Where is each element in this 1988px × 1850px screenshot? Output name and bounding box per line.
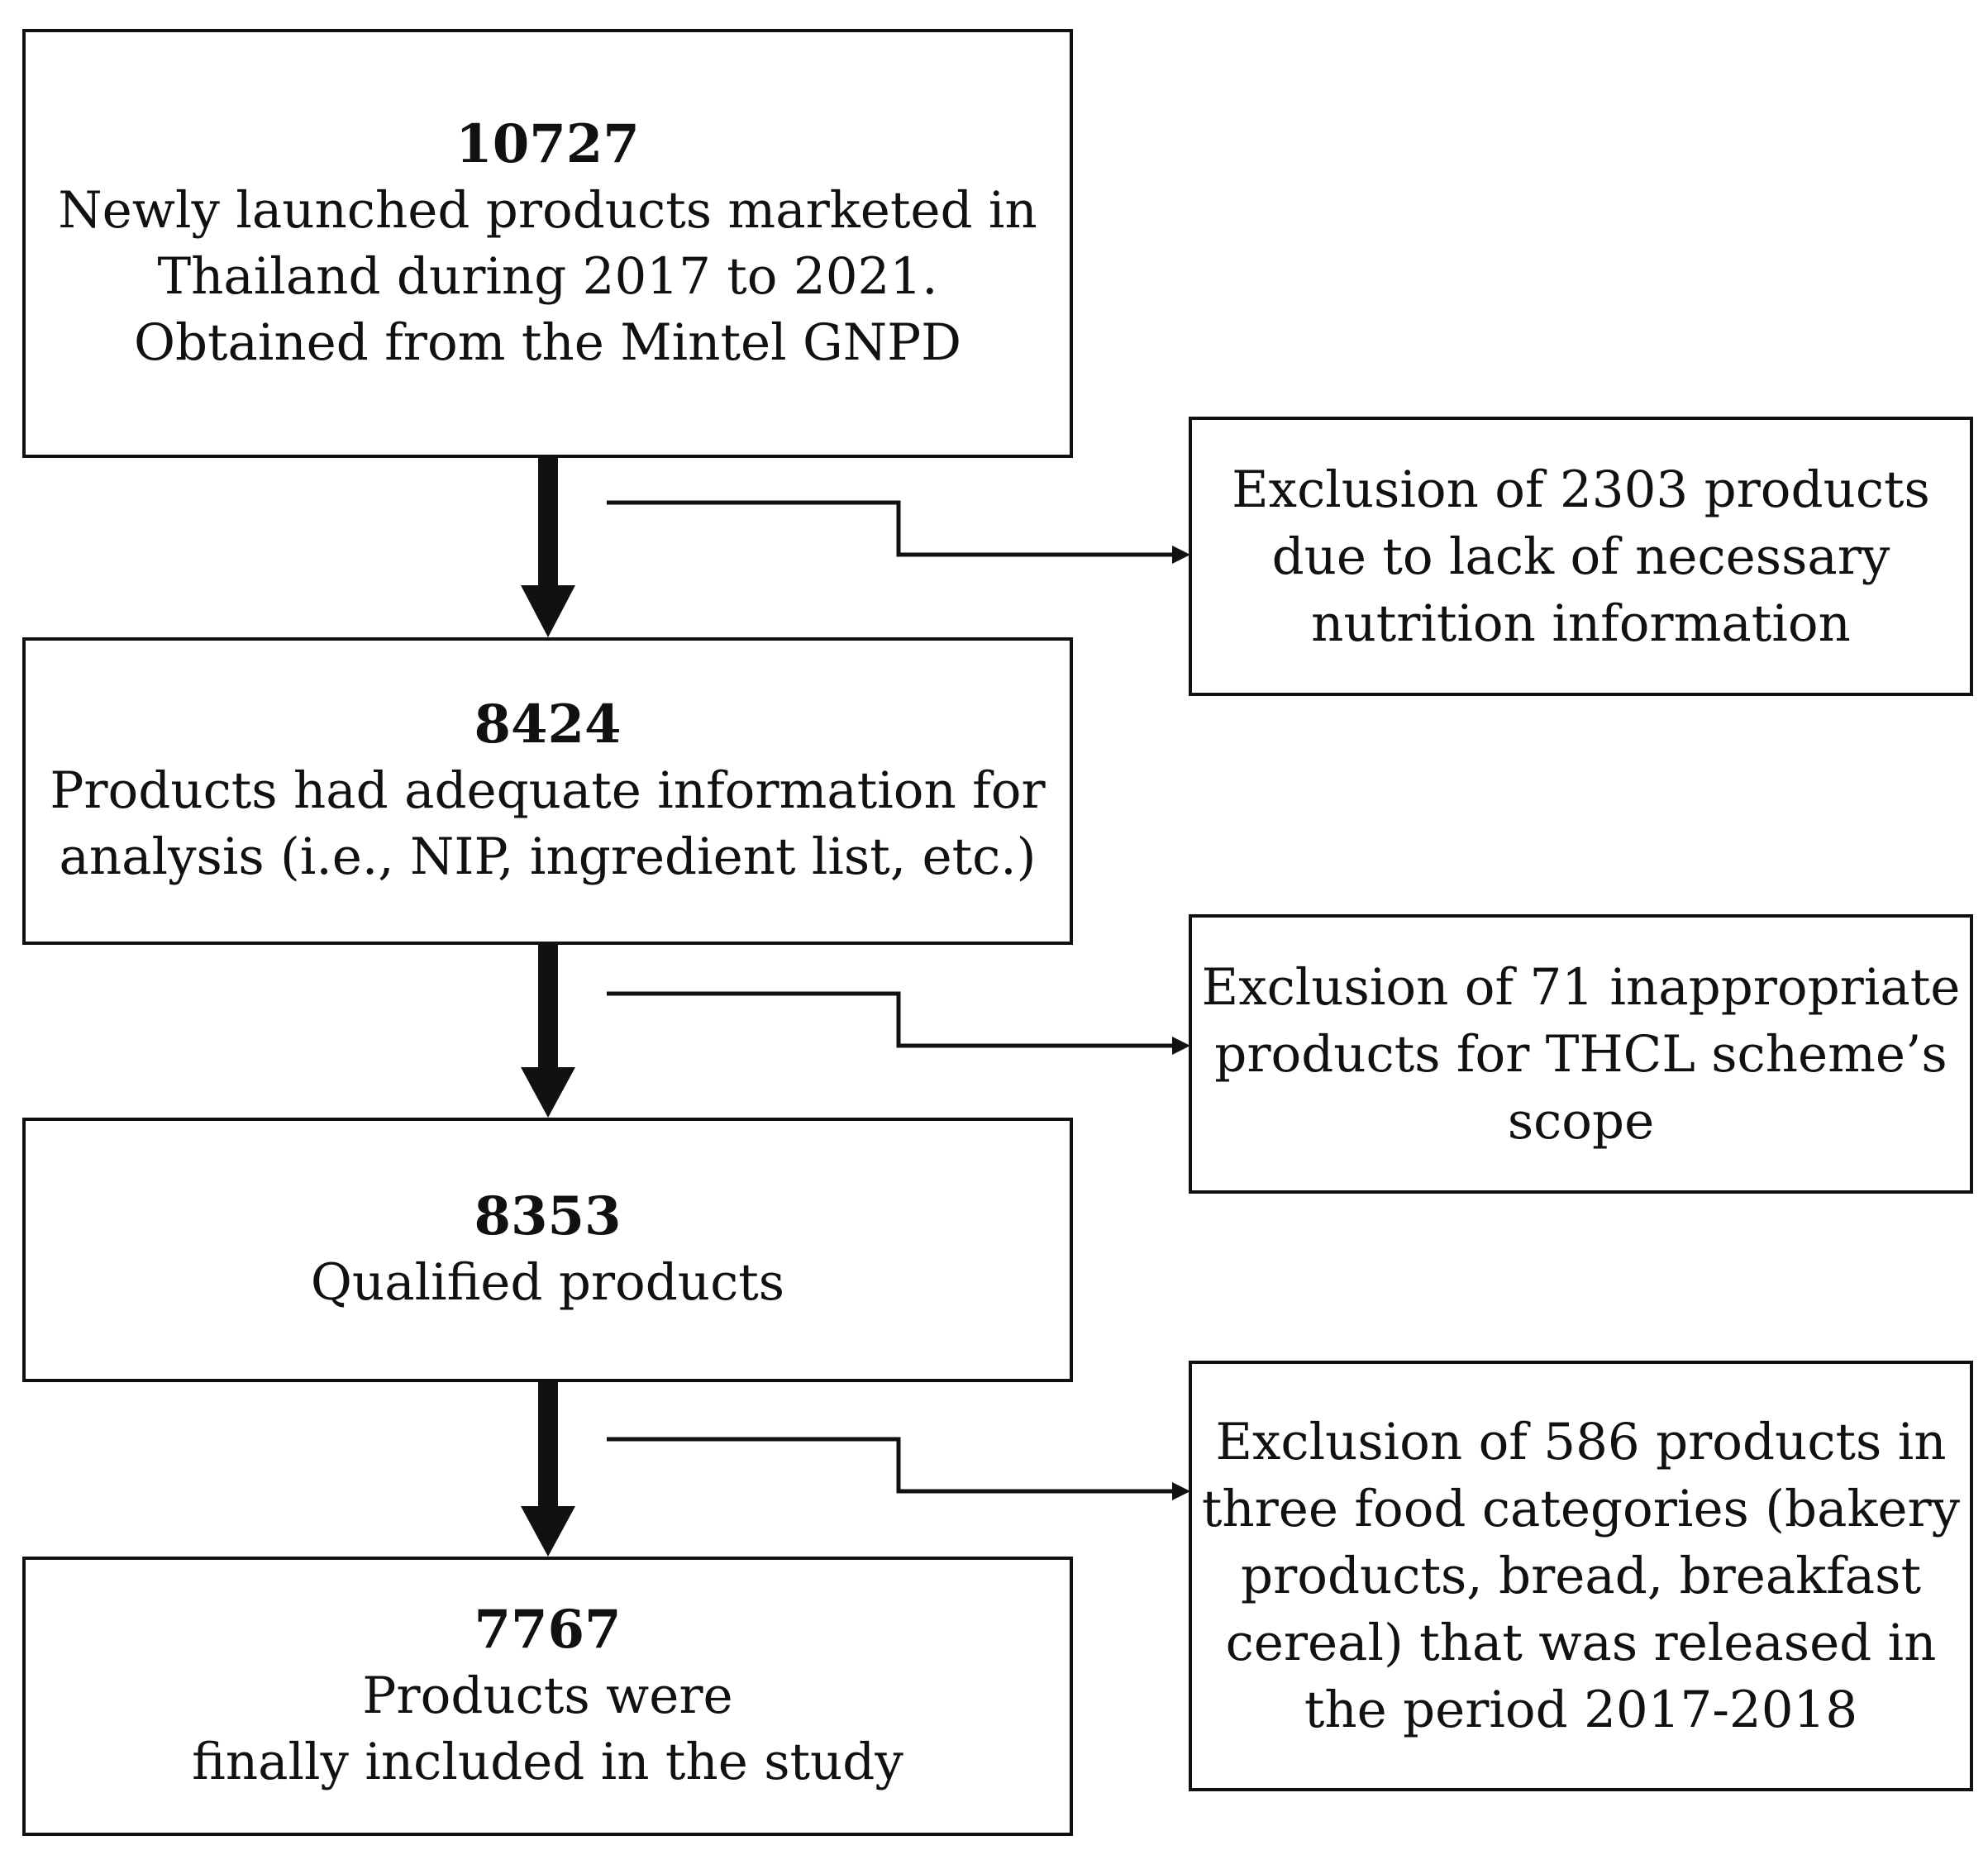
exclusion-arrow-1 bbox=[607, 500, 1190, 564]
step-description-line: analysis (i.e., NIP, ingredient list, et… bbox=[59, 827, 1037, 886]
down-arrow-1 bbox=[521, 458, 575, 637]
exclusion-box-food-categories: Exclusion of 586 products in three food … bbox=[1189, 1361, 1973, 1791]
step-description-line: Qualified products bbox=[310, 1253, 785, 1312]
step-description-line: Obtained from the Mintel GNPD bbox=[133, 312, 962, 372]
step-description: Products were finally included in the st… bbox=[192, 1663, 903, 1795]
step-box-initial-products: 10727 Newly launched products marketed i… bbox=[22, 29, 1073, 458]
step-description-line: finally included in the study bbox=[192, 1733, 903, 1791]
exclusion-arrow-2 bbox=[607, 991, 1190, 1055]
exclusion-line: three food categories (bakery bbox=[1201, 1480, 1961, 1538]
step-box-adequate-information: 8424 Products had adequate information f… bbox=[22, 637, 1073, 945]
step-box-final-included: 7767 Products were finally included in t… bbox=[22, 1557, 1073, 1836]
step-description: Newly launched products marketed in Thai… bbox=[58, 178, 1037, 376]
exclusion-line: products for THCL scheme’s bbox=[1214, 1024, 1947, 1084]
step-description-line: Thailand during 2017 to 2021. bbox=[157, 246, 938, 306]
exclusion-line: nutrition information bbox=[1311, 594, 1851, 653]
step-box-qualified-products: 8353 Qualified products bbox=[22, 1118, 1073, 1382]
step-count: 7767 bbox=[474, 1599, 622, 1661]
step-description-line: Products had adequate information for bbox=[50, 761, 1046, 820]
exclusion-line: Exclusion of 2303 products bbox=[1232, 460, 1930, 519]
step-description-line: Newly launched products marketed in bbox=[58, 180, 1037, 240]
step-count: 10727 bbox=[455, 112, 640, 175]
step-description: Qualified products bbox=[311, 1250, 784, 1316]
exclusion-line: products, bread, breakfast bbox=[1241, 1547, 1921, 1605]
exclusion-line: scope bbox=[1507, 1091, 1655, 1151]
exclusion-arrow-3 bbox=[607, 1437, 1190, 1500]
exclusion-line: Exclusion of 586 products in bbox=[1215, 1413, 1947, 1471]
step-count: 8353 bbox=[474, 1185, 622, 1247]
step-description: Products had adequate information for an… bbox=[50, 758, 1045, 890]
down-arrow-3 bbox=[521, 1382, 575, 1557]
down-arrow-2 bbox=[521, 945, 575, 1118]
exclusion-line: Exclusion of 71 inappropriate bbox=[1201, 957, 1961, 1017]
exclusion-line: cereal) that was released in bbox=[1225, 1614, 1937, 1672]
step-count: 8424 bbox=[474, 694, 622, 756]
step-description-line: Products were bbox=[362, 1666, 733, 1725]
exclusion-line: due to lack of necessary bbox=[1271, 527, 1890, 586]
exclusion-box-missing-nutrition: Exclusion of 2303 products due to lack o… bbox=[1189, 417, 1973, 696]
exclusion-line: the period 2017-2018 bbox=[1304, 1681, 1858, 1739]
exclusion-box-thcl-scope: Exclusion of 71 inappropriate products f… bbox=[1189, 914, 1973, 1194]
